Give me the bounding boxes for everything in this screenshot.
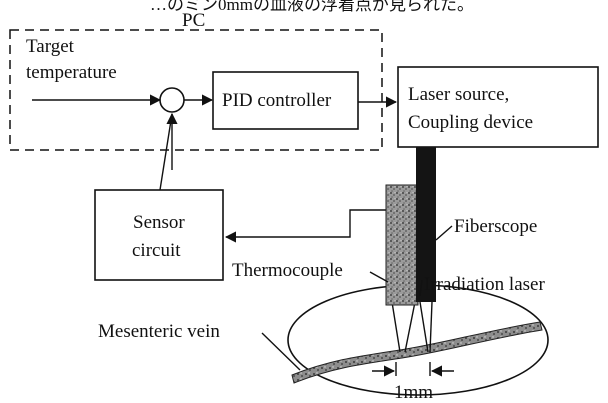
feedback-line (159, 113, 173, 191)
target-temperature-label-line2: temperature (26, 62, 117, 83)
thermocouple-wire (224, 209, 386, 243)
fiberscope-label: Fiberscope (454, 216, 537, 237)
mesenteric-vein (291, 321, 543, 384)
thermocouple-label: Thermocouple (232, 260, 343, 281)
laser-beam-line (419, 301, 429, 353)
pid-controller-box (212, 71, 359, 130)
laser-source-box (397, 66, 599, 148)
fiberscope-probe (416, 147, 436, 302)
pc-boundary (9, 29, 383, 151)
sensor-circuit-label-line1: Sensor (133, 212, 185, 233)
sensor-circuit-box (94, 189, 224, 281)
mesenteric-vein-label: Mesenteric vein (98, 321, 220, 342)
pc-label: PC (182, 10, 205, 31)
summing-junction (159, 87, 185, 113)
laser-beam-line-2 (429, 301, 433, 353)
distance-label: 1mm (394, 382, 433, 403)
thermocouple-probe (385, 184, 419, 306)
thermocouple-tip-line-2 (404, 301, 416, 353)
thermocouple-leader (369, 271, 389, 283)
laser-source-label-line2: Coupling device (408, 112, 533, 133)
target-temperature-label-line1: Target (26, 36, 75, 57)
laser-source-label-line1: Laser source, (408, 84, 509, 105)
vein-leader (261, 332, 301, 371)
irradiation-leader (419, 279, 423, 297)
thermocouple-tip-line (391, 301, 401, 353)
fiberscope-leader (435, 225, 453, 241)
sensor-circuit-label-line2: circuit (132, 240, 181, 261)
pid-controller-label: PID controller (222, 90, 332, 111)
header-text-fragment: …のミン0mmの血液の浮着点が見られた。 (150, 0, 474, 14)
irradiation-laser-label: Irradiation laser (424, 274, 545, 295)
